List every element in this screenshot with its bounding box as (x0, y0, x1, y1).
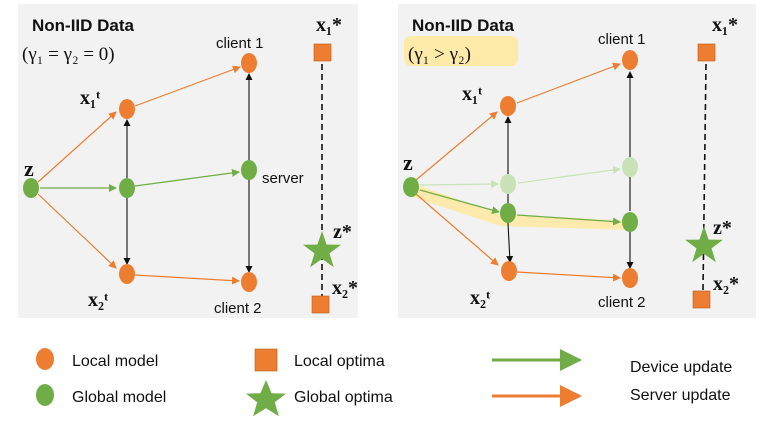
left-label-zstar: z* (333, 221, 352, 243)
right-arrow-x2-to-client2 (516, 271, 621, 282)
left-node-z (23, 178, 39, 198)
legend-global-model-symbol (36, 384, 54, 406)
left-label-x2star: x₂* (332, 277, 358, 299)
legend-local-model-symbol (36, 348, 54, 370)
left-node-client2 (241, 272, 257, 292)
left-node-x1t (119, 99, 135, 119)
right-local-optimum-2 (692, 290, 711, 309)
left-local-optimum-2 (311, 295, 330, 314)
right-node-x1t (500, 96, 516, 116)
right-arrow-z-to-x1 (415, 111, 498, 181)
legend-local-optima-symbol (254, 348, 278, 372)
right-optima-dashed-line (702, 63, 707, 291)
right-label-client1: client 1 (598, 31, 646, 48)
right-node-server (622, 212, 638, 232)
legend-server-update-label: Server update (630, 387, 731, 404)
right-label-x1t: x₁ᵗ (462, 83, 483, 105)
legend-global-optima-label: Global optima (294, 389, 393, 406)
left-label-client1: client 1 (216, 35, 264, 52)
right-arrow-z-to-faded (419, 180, 499, 189)
right-global-optimum-star (685, 226, 723, 263)
right-condition-highlight (404, 36, 518, 66)
right-node-client2 (622, 268, 638, 288)
left-arrow-z-to-x2 (37, 193, 117, 269)
left-panel: Non-IID Data (γ₁ = γ₂ = 0) z x₁ᵗ x₂ᵗ c (18, 4, 358, 318)
right-title: Non-IID Data (412, 16, 515, 35)
right-label-z: z (403, 150, 413, 175)
right-arrow-z-to-mid (419, 189, 500, 214)
right-label-zstar: z* (713, 217, 732, 239)
right-node-faded-server (622, 157, 638, 177)
left-arrow-z-to-x1 (37, 111, 117, 183)
left-panel-background (18, 4, 358, 318)
left-arrow-mid-to-server (134, 168, 240, 187)
left-node-x2t (119, 264, 135, 284)
legend-global-optima-symbol (246, 380, 286, 417)
right-label-client2: client 2 (598, 294, 646, 311)
right-label-x1star: x₁* (712, 14, 738, 36)
left-label-x1star: x₁* (316, 14, 342, 36)
right-label-x2t: x₂ᵗ (470, 287, 491, 309)
left-node-mid (119, 178, 135, 198)
right-node-faded-mid (500, 174, 516, 194)
right-arrow-mid-to-server (516, 214, 621, 226)
left-label-x1t: x₁ᵗ (80, 87, 101, 109)
legend-global-model-label: Global model (72, 389, 166, 406)
legend: Local model Global model Local optima Gl… (36, 348, 732, 417)
left-arrow-x2-to-client2 (134, 274, 240, 285)
right-arrow-faded-to-faded-server (517, 165, 621, 184)
right-arrow-mid-to-x2 (506, 222, 514, 263)
right-node-mid (500, 203, 516, 223)
left-node-client1 (241, 53, 257, 73)
left-label-z: z (24, 156, 34, 181)
right-label-x2star: x₂* (713, 273, 739, 295)
left-condition: (γ₁ = γ₂ = 0) (22, 44, 115, 65)
right-node-z (403, 177, 419, 197)
right-local-optimum-1 (697, 43, 716, 62)
right-node-client1 (622, 50, 638, 70)
left-node-server (241, 160, 257, 180)
left-label-server: server (262, 170, 304, 187)
left-label-x2t: x₂ᵗ (88, 289, 109, 311)
legend-device-update-label: Device update (630, 359, 732, 376)
right-trajectory-highlight (408, 182, 630, 230)
right-panel: Non-IID Data (γ₁ > γ₂) (398, 4, 756, 318)
legend-local-optima-label: Local optima (294, 353, 385, 370)
right-arrow-x1-to-client1 (516, 62, 621, 104)
left-title: Non-IID Data (32, 16, 135, 35)
left-global-optimum-star (303, 231, 341, 268)
right-node-x2t (501, 261, 517, 281)
left-label-client2: client 2 (214, 300, 262, 317)
left-arrow-x1-to-client1 (134, 65, 241, 107)
legend-local-model-label: Local model (72, 353, 158, 370)
right-condition: (γ₁ > γ₂) (408, 44, 471, 65)
right-arrow-z-to-x2 (415, 193, 499, 266)
left-local-optimum-1 (313, 43, 332, 62)
